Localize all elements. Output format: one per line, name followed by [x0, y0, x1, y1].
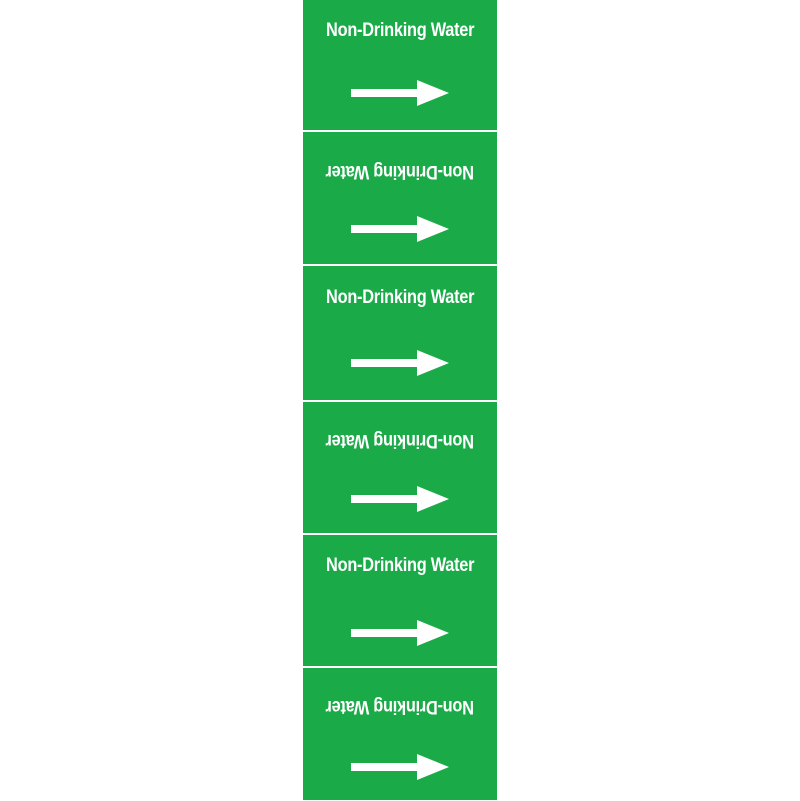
pipe-marker-segment: Non-Drinking Water — [303, 267, 497, 400]
pipe-marker-segment: Non-Drinking Water — [303, 133, 497, 266]
arrow-right-icon — [351, 486, 449, 512]
pipe-marker-text: Non-Drinking Water — [325, 555, 475, 576]
segment-divider — [303, 264, 497, 266]
segment-divider — [303, 666, 497, 668]
arrow-right-icon — [351, 350, 449, 376]
pipe-marker-strip: Non-Drinking Water Non-Drinking Water No… — [303, 0, 497, 800]
arrow-right-icon — [351, 80, 449, 106]
pipe-marker-segment: Non-Drinking Water — [303, 668, 497, 801]
arrow-right-icon — [351, 216, 449, 242]
pipe-marker-segment: Non-Drinking Water — [303, 0, 497, 133]
pipe-marker-segment: Non-Drinking Water — [303, 535, 497, 668]
pipe-marker-text-upside-down: Non-Drinking Water — [325, 696, 475, 717]
arrow-right-icon — [351, 620, 449, 646]
pipe-marker-segment: Non-Drinking Water — [303, 402, 497, 535]
pipe-marker-text: Non-Drinking Water — [325, 287, 475, 308]
segment-divider — [303, 400, 497, 402]
segment-divider — [303, 533, 497, 535]
pipe-marker-text-upside-down: Non-Drinking Water — [325, 430, 475, 451]
arrow-right-icon — [351, 754, 449, 780]
pipe-marker-text-upside-down: Non-Drinking Water — [325, 161, 475, 182]
segment-divider — [303, 130, 497, 132]
pipe-marker-text: Non-Drinking Water — [325, 20, 475, 41]
